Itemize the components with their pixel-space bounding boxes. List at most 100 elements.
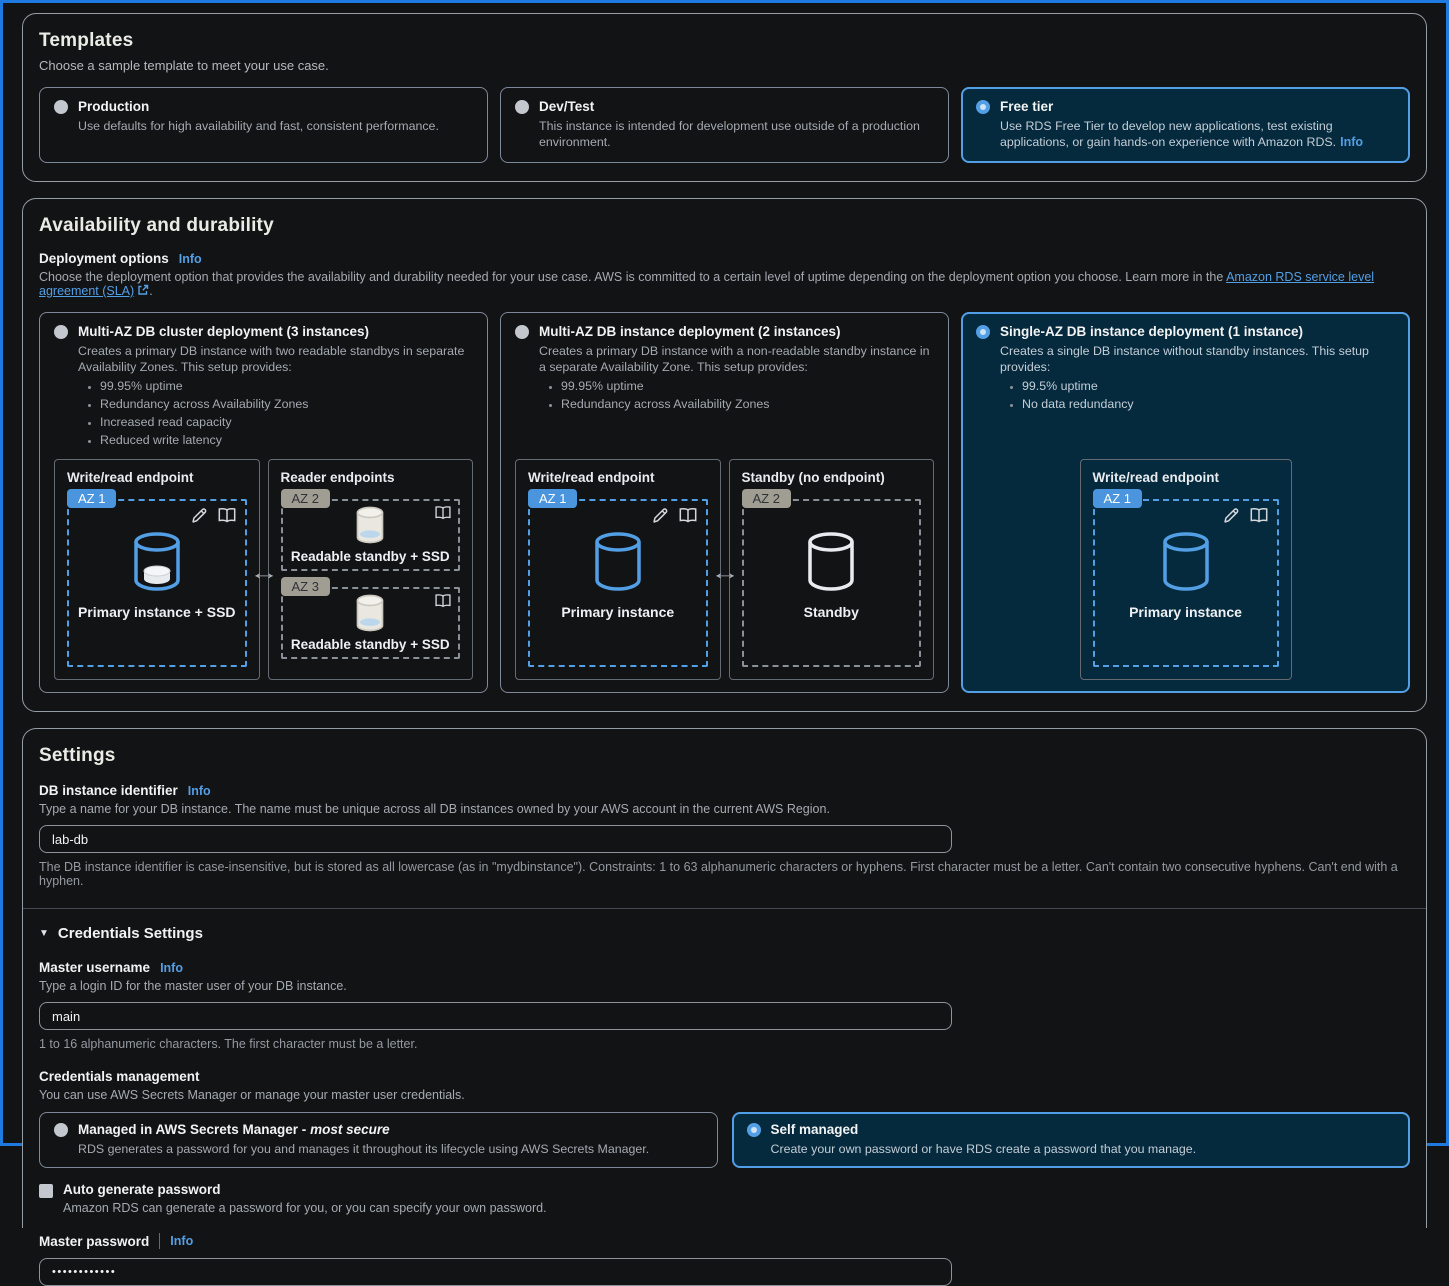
auto-generate-password-desc: Amazon RDS can generate a password for y… xyxy=(63,1201,547,1215)
templates-subtitle: Choose a sample template to meet your us… xyxy=(39,58,329,73)
self-managed-card[interactable]: Self managed Create your own password or… xyxy=(731,1112,1410,1168)
template-card-free-tier[interactable]: Free tier Use RDS Free Tier to develop n… xyxy=(961,87,1410,163)
deployment-options-info-link[interactable]: Info xyxy=(178,251,202,266)
free-tier-title: Free tier xyxy=(1000,99,1054,114)
bullet: Redundancy across Availability Zones xyxy=(100,397,473,411)
singleaz-diagram: Write/read endpoint AZ 1 Primar xyxy=(976,447,1395,680)
pencil-icon xyxy=(652,508,667,523)
free-tier-desc: Use RDS Free Tier to develop new applica… xyxy=(1000,119,1364,149)
db-identifier-info-link[interactable]: Info xyxy=(187,783,211,798)
self-managed-radio[interactable] xyxy=(746,1123,761,1137)
az1-badge: AZ 1 xyxy=(67,489,117,508)
production-desc: Use defaults for high availability and f… xyxy=(78,119,439,133)
free-tier-info-link[interactable]: Info xyxy=(1340,135,1364,149)
db-identifier-input[interactable] xyxy=(39,825,952,853)
deployment-options-label: Deployment options xyxy=(39,251,169,266)
section-divider xyxy=(23,908,1426,909)
bullet: 99.5% uptime xyxy=(1022,379,1395,393)
template-card-devtest[interactable]: Dev/Test This instance is intended for d… xyxy=(500,87,949,163)
singleaz-radio[interactable] xyxy=(976,325,990,339)
deployment-card-multiaz-instance[interactable]: Multi-AZ DB instance deployment (2 insta… xyxy=(500,312,949,693)
sla-link[interactable]: Amazon RDS service level agreement (SLA) xyxy=(39,270,1375,298)
primary-database-icon xyxy=(1162,532,1209,591)
reader-endpoints-box: Reader endpoints AZ 2 Readable xyxy=(267,459,473,680)
master-username-label: Master username xyxy=(39,960,151,975)
production-title: Production xyxy=(78,99,150,114)
credentials-settings-header[interactable]: ▼ Credentials Settings xyxy=(39,925,203,942)
auto-generate-password-label: Auto generate password xyxy=(63,1182,221,1197)
db-identifier-label: DB instance identifier xyxy=(39,783,178,798)
write-read-endpoint-box: Write/read endpoint AZ 1 Primar xyxy=(515,459,721,680)
chevron-down-icon: ▼ xyxy=(39,928,49,939)
multiaz-cluster-bullets: 99.95% uptime Redundancy across Availabi… xyxy=(78,379,473,447)
readable-standby-database-icon xyxy=(356,506,384,544)
singleaz-desc: Creates a single DB instance without sta… xyxy=(1000,344,1369,374)
templates-cards-row: Production Use defaults for high availab… xyxy=(39,87,1410,163)
deployment-card-multiaz-cluster[interactable]: Multi-AZ DB cluster deployment (3 instan… xyxy=(39,312,488,693)
devtest-desc: This instance is intended for developmen… xyxy=(539,119,920,149)
readable-standby-database-icon xyxy=(356,594,384,632)
singleaz-title: Single-AZ DB instance deployment (1 inst… xyxy=(1000,324,1304,339)
book-icon xyxy=(435,594,451,608)
master-username-info-link[interactable]: Info xyxy=(160,960,183,975)
deployment-cards-row: Multi-AZ DB cluster deployment (3 instan… xyxy=(39,312,1410,693)
standby-database-icon xyxy=(808,532,854,591)
db-identifier-desc: Type a name for your DB instance. The na… xyxy=(39,802,830,816)
credentials-management-cards: Managed in AWS Secrets Manager - most se… xyxy=(39,1112,1410,1168)
label-divider xyxy=(159,1233,161,1249)
external-link-icon xyxy=(138,284,149,295)
multiaz-cluster-radio[interactable] xyxy=(54,325,68,339)
master-password-info-link[interactable]: Info xyxy=(170,1234,194,1248)
bullet: Reduced write latency xyxy=(100,433,473,447)
bullet: 99.95% uptime xyxy=(561,379,934,393)
book-icon xyxy=(435,506,451,520)
secrets-manager-title: Managed in AWS Secrets Manager - most se… xyxy=(78,1122,390,1137)
secrets-manager-desc: RDS generates a password for you and man… xyxy=(78,1142,650,1156)
multiaz-cluster-diagram: Write/read endpoint AZ 1 xyxy=(54,447,473,680)
settings-title: Settings xyxy=(39,745,116,766)
credentials-management-desc: You can use AWS Secrets Manager or manag… xyxy=(39,1088,465,1102)
production-radio[interactable] xyxy=(54,100,68,114)
book-icon xyxy=(218,508,235,523)
devtest-title: Dev/Test xyxy=(539,99,595,114)
bullet: 99.95% uptime xyxy=(100,379,473,393)
template-card-production[interactable]: Production Use defaults for high availab… xyxy=(39,87,488,163)
secrets-manager-radio[interactable] xyxy=(54,1123,68,1137)
bullet: No data redundancy xyxy=(1022,397,1395,411)
deployment-card-singleaz[interactable]: Single-AZ DB instance deployment (1 inst… xyxy=(961,312,1410,693)
self-managed-desc: Create your own password or have RDS cre… xyxy=(770,1142,1197,1156)
multiaz-instance-title: Multi-AZ DB instance deployment (2 insta… xyxy=(539,324,841,339)
book-icon xyxy=(679,508,696,523)
standby-box: Standby (no endpoint) AZ 2 Standby xyxy=(728,459,934,680)
master-username-input[interactable] xyxy=(39,1002,952,1030)
master-password-input[interactable] xyxy=(39,1258,952,1286)
db-identifier-constraint: The DB instance identifier is case-insen… xyxy=(39,860,1398,888)
auto-generate-password-row: Auto generate password Amazon RDS can ge… xyxy=(39,1182,1410,1215)
multiaz-instance-radio[interactable] xyxy=(515,325,529,339)
multiaz-instance-desc: Creates a primary DB instance with a non… xyxy=(539,344,930,374)
pencil-icon xyxy=(191,508,206,523)
credentials-management-label: Credentials management xyxy=(39,1069,200,1084)
master-username-constraint: 1 to 16 alphanumeric characters. The fir… xyxy=(39,1037,418,1051)
devtest-radio[interactable] xyxy=(515,100,529,114)
write-read-endpoint-box: Write/read endpoint AZ 1 Primar xyxy=(1079,459,1292,680)
templates-section: Templates Choose a sample template to me… xyxy=(22,13,1427,182)
az2-badge: AZ 2 xyxy=(280,489,330,508)
pencil-icon xyxy=(1223,508,1238,523)
write-read-endpoint-box: Write/read endpoint AZ 1 xyxy=(54,459,260,680)
availability-title: Availability and durability xyxy=(39,215,274,236)
master-username-desc: Type a login ID for the master user of y… xyxy=(39,979,347,993)
free-tier-radio[interactable] xyxy=(976,100,990,114)
az1-badge: AZ 1 xyxy=(528,489,578,508)
multiaz-cluster-title: Multi-AZ DB cluster deployment (3 instan… xyxy=(78,324,370,339)
auto-generate-password-checkbox[interactable] xyxy=(39,1184,53,1198)
primary-database-icon xyxy=(595,532,641,591)
book-icon xyxy=(1250,508,1267,523)
primary-ssd-database-icon xyxy=(134,532,180,591)
multiaz-instance-bullets: 99.95% uptime Redundancy across Availabi… xyxy=(539,379,934,411)
deployment-options-desc: Choose the deployment option that provid… xyxy=(39,270,1375,298)
multiaz-instance-diagram: Write/read endpoint AZ 1 Primar xyxy=(515,447,934,680)
az2-badge: AZ 2 xyxy=(741,489,791,508)
secrets-manager-card[interactable]: Managed in AWS Secrets Manager - most se… xyxy=(39,1112,718,1168)
master-password-label: Master password xyxy=(39,1233,150,1249)
